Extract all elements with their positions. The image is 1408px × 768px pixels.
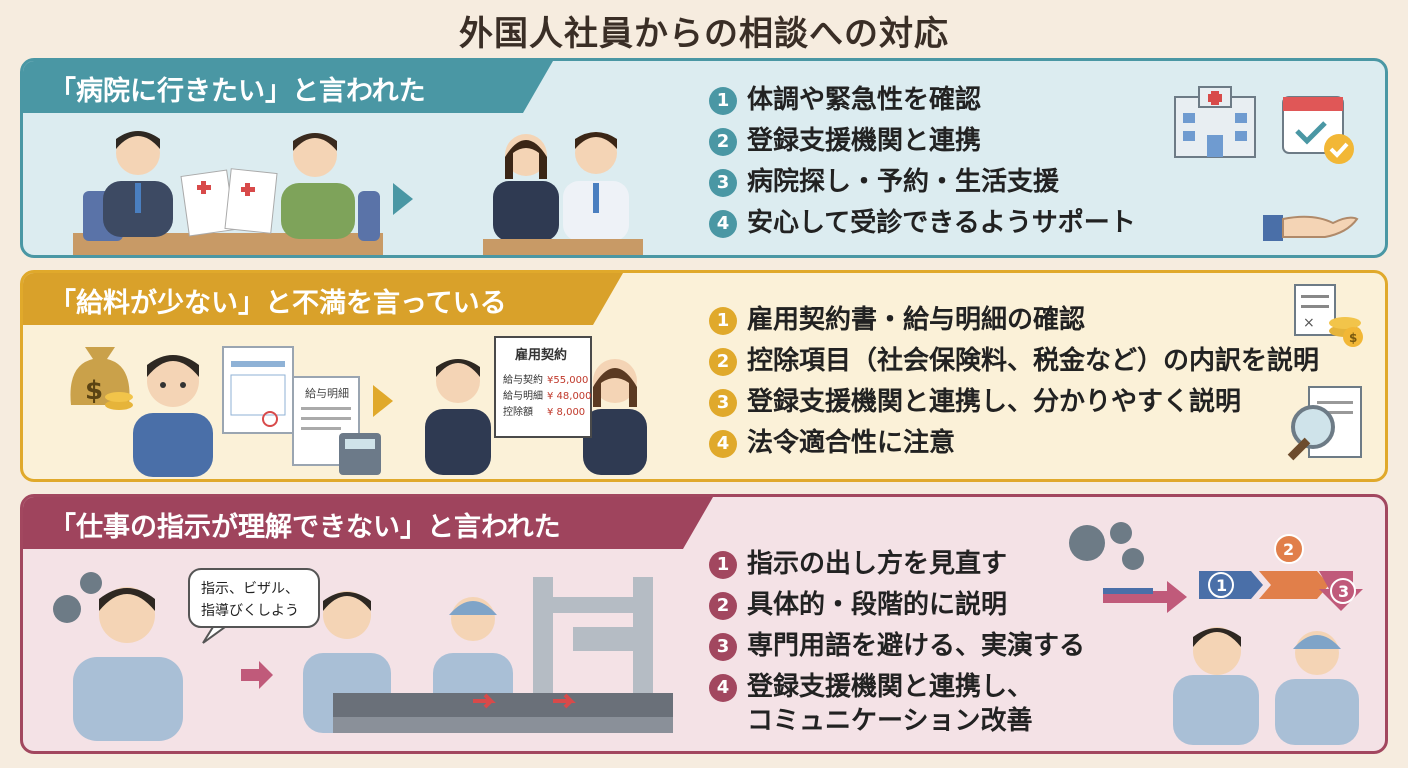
- list-item: 3 病院探し・予約・生活支援: [709, 165, 1136, 206]
- flow-step: 3: [1338, 582, 1349, 601]
- flow-step: 2: [1283, 540, 1294, 559]
- document-coins-icon: × $: [1294, 284, 1363, 347]
- list-item: 2 控除項目（社会保険料、税金など）の内訳を説明: [709, 344, 1319, 385]
- step-text: 病院探し・予約・生活支援: [747, 167, 1060, 197]
- speech-bubble: 指示、ビザル、 指導びくしよう: [188, 568, 320, 644]
- section-heading: 「病院に行きたい」と言われた: [23, 61, 553, 113]
- list-item: 4 安心して受診できるようサポート: [709, 206, 1136, 247]
- step-text: 登録支援機関と連携し、コミュニケーション改善: [747, 670, 1033, 738]
- list-item: 3 登録支援機関と連携し、分かりやすく説明: [709, 385, 1319, 426]
- steps-list: 1 指示の出し方を見直す 2 具体的・段階的に説明 3 専門用語を避ける、実演する 4…: [709, 547, 1085, 744]
- team-figures: [1173, 627, 1359, 745]
- flow-step: 1: [1216, 576, 1227, 595]
- conveyor-belt: [333, 693, 673, 733]
- svg-text:$: $: [1349, 331, 1357, 345]
- svg-text:$: $: [85, 376, 103, 406]
- page-title: 外国人社員からの相談への対応: [459, 14, 949, 54]
- gear-icon: [1069, 522, 1144, 570]
- section-hospital: 「病院に行きたい」と言われた: [20, 58, 1388, 258]
- factory-illustration: 指示、ビザル、 指導びくしよう: [53, 568, 673, 741]
- board-title: 雇用契約: [515, 347, 567, 363]
- process-flow-icon: 1 2 3: [1069, 522, 1363, 613]
- steps-list: 1 体調や緊急性を確認 2 登録支援機関と連携 3 病院探し・予約・生活支援 4 安心し…: [709, 83, 1136, 247]
- step-number: 1: [709, 307, 737, 335]
- step-text-line: 登録支援機関と連携し、: [747, 672, 1034, 702]
- payslip-documents: 給与明細: [222, 346, 360, 466]
- step-text: 登録支援機関と連携: [747, 126, 982, 156]
- list-item: 4 登録支援機関と連携し、コミュニケーション改善: [709, 670, 1085, 744]
- consultation-illustration: [73, 131, 643, 255]
- list-item: 1 体調や緊急性を確認: [709, 83, 1136, 124]
- arrow-right-icon: [393, 183, 413, 215]
- doc-label: 給与明細: [305, 386, 349, 400]
- resolved-figures: [493, 132, 629, 241]
- worker-figure: [281, 133, 355, 239]
- step-number: 1: [709, 87, 737, 115]
- step-number: 4: [709, 430, 737, 458]
- section-salary: 「給料が少ない」と不満を言っている $ 給与明細: [20, 270, 1388, 482]
- board-row-value: ¥55,000: [547, 375, 588, 386]
- worried-worker-figure: [133, 355, 213, 477]
- step-number: 4: [709, 210, 737, 238]
- contract-board: 雇用契約 給与契約 ¥55,000 給与明細 ¥ 48,000 控除額 ¥ 8,…: [494, 336, 592, 438]
- step-text: 法令適合性に注意: [747, 428, 956, 458]
- list-item: 2 登録支援機関と連携: [709, 124, 1136, 165]
- list-item: 3 専門用語を避ける、実演する: [709, 629, 1085, 670]
- step-number: 3: [709, 633, 737, 661]
- explaining-staff: [425, 359, 647, 475]
- board-row-label: 給与明細: [503, 389, 543, 402]
- steps-list: 1 雇用契約書・給与明細の確認 2 控除項目（社会保険料、税金など）の内訳を説明 3…: [709, 303, 1319, 467]
- board-row-value: ¥ 8,000: [547, 407, 585, 418]
- step-number: 3: [709, 389, 737, 417]
- arrow-right-icon: [241, 661, 273, 689]
- salary-illustration: $ 給与明細: [70, 336, 647, 477]
- list-item: 4 法令適合性に注意: [709, 426, 1319, 467]
- step-number: 1: [709, 551, 737, 579]
- section-heading: 「給料が少ない」と不満を言っている: [23, 273, 623, 325]
- step-text: 具体的・段階的に説明: [747, 590, 1008, 620]
- staff-figure: [103, 131, 173, 237]
- arrow-right-icon: [373, 385, 393, 417]
- speech-line: 指導びくしよう: [201, 603, 299, 619]
- board-row-label: 給与契約: [503, 373, 543, 386]
- hospital-icon: [1174, 86, 1256, 158]
- list-item: 1 指示の出し方を見直す: [709, 547, 1085, 588]
- step-text: 専門用語を避ける、実演する: [747, 631, 1086, 661]
- money-bag-icon: $: [70, 347, 133, 410]
- speech-line: 指示、ビザル、: [201, 581, 299, 597]
- supervisor-figure: [73, 587, 183, 741]
- machine: [533, 577, 653, 693]
- step-text-line: コミュニケーション改善: [747, 706, 1033, 736]
- document-illustration: [180, 168, 278, 237]
- step-number: 3: [709, 169, 737, 197]
- board-row-value: ¥ 48,000: [547, 391, 592, 402]
- step-number: 4: [709, 674, 737, 702]
- step-number: 2: [709, 348, 737, 376]
- step-text: 安心して受診できるようサポート: [747, 208, 1136, 238]
- helping-hand-icon: [1263, 215, 1359, 241]
- step-number: 2: [709, 592, 737, 620]
- step-number: 2: [709, 128, 737, 156]
- section-instructions: 「仕事の指示が理解できない」と言われた 指示、ビザル、 指導びくしよう: [20, 494, 1388, 754]
- step-text: 控除項目（社会保険料、税金など）の内訳を説明: [747, 346, 1320, 376]
- section-heading: 「仕事の指示が理解できない」と言われた: [23, 497, 713, 549]
- magnifier-document-icon: [1287, 386, 1362, 461]
- gear-icon: [53, 572, 102, 623]
- step-text: 雇用契約書・給与明細の確認: [747, 305, 1086, 335]
- step-text: 指示の出し方を見直す: [747, 549, 1008, 579]
- board-row-label: 控除額: [503, 405, 533, 418]
- calendar-check-icon: [1282, 96, 1354, 164]
- list-item: 2 具体的・段階的に説明: [709, 588, 1085, 629]
- calculator-icon: [339, 433, 381, 475]
- list-item: 1 雇用契約書・給与明細の確認: [709, 303, 1319, 344]
- svg-text:×: ×: [1303, 315, 1315, 331]
- step-text: 登録支援機関と連携し、分かりやすく説明: [747, 387, 1242, 417]
- step-text: 体調や緊急性を確認: [747, 85, 982, 115]
